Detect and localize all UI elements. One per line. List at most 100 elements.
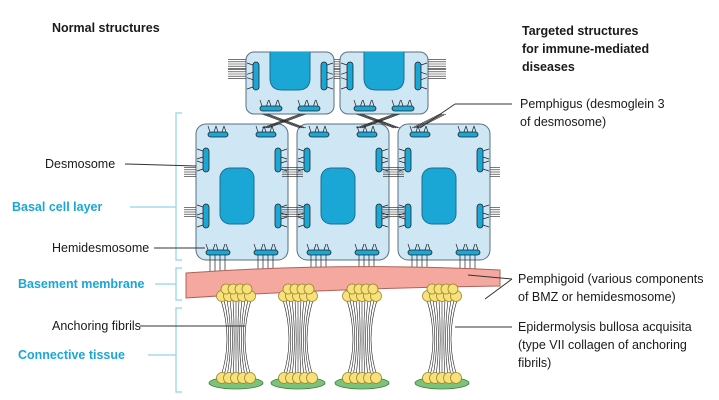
fibril-ball-bottom <box>244 372 256 384</box>
fibril-ball-top <box>447 283 459 295</box>
fibril-strand <box>241 299 246 377</box>
header-normal-structures: Normal structures <box>52 21 160 35</box>
desmosome-junction <box>334 59 340 69</box>
desmosome-junction <box>282 207 303 217</box>
desmosome-junction <box>282 167 303 177</box>
fibril-ball-top <box>303 283 315 295</box>
pemphigus-label-line-2: of desmosome) <box>520 115 606 129</box>
fibril-strand <box>346 299 354 377</box>
eba-label-line-3: fibrils) <box>518 356 551 370</box>
fibril-strand <box>220 299 228 377</box>
fibril-strand <box>448 299 455 377</box>
fibril-strand <box>301 299 305 377</box>
eba-label-line-2: (type VII collagen of anchoring <box>518 338 687 352</box>
fibril-strand <box>304 299 311 377</box>
desmosome-plaque <box>375 203 389 229</box>
fibril-strand <box>368 299 375 377</box>
fibril-strand <box>358 299 361 377</box>
fibril-strand <box>294 299 297 377</box>
pemphigoid-label-line-1: Pemphigoid (various components <box>518 272 704 286</box>
fibril-strand <box>239 299 243 377</box>
fibril-strand <box>367 299 372 377</box>
desmosome-junction <box>428 59 446 69</box>
pemphigus-label-line-1: Pemphigus (desmoglein 3 <box>520 97 665 111</box>
fibril-strand <box>352 299 357 377</box>
connective-tissue-label: Connective tissue <box>18 348 125 362</box>
basement-membrane-group <box>185 266 501 299</box>
cross-filaments <box>355 113 401 129</box>
fibril-strand <box>435 299 439 377</box>
desmosome-plaque <box>398 147 412 173</box>
fibril-strand <box>306 299 314 377</box>
desmosome-plaque <box>476 147 490 173</box>
fibril-strand <box>226 299 231 377</box>
nucleus <box>219 167 255 225</box>
desmosome-plaque <box>246 61 260 91</box>
desmosome-plaque <box>476 203 490 229</box>
fibril-strand <box>432 299 437 377</box>
pemphigoid-leader-1 <box>467 274 513 280</box>
anchoring-fibril <box>208 283 264 390</box>
eba-label-line-1: Epidermolysis bullosa acquisita <box>518 320 692 334</box>
desmosome-leader <box>124 163 197 167</box>
nucleus <box>421 167 457 225</box>
hemidesmosome-plaque <box>391 99 415 112</box>
pemphigoid-label-line-2: of BMZ or hemidesmosome) <box>518 290 676 304</box>
fibril-strand <box>299 299 302 377</box>
fibril-strand <box>282 299 290 377</box>
basement-membrane-label: Basement membrane <box>18 277 144 291</box>
hemidesmosome-plaque <box>297 99 321 112</box>
hemidesmosome-plaque <box>306 243 332 256</box>
fibril-ball-top <box>241 283 253 295</box>
header-targeted-line-2: for immune-mediated <box>522 42 649 56</box>
anchoring-fibril <box>270 283 326 390</box>
fibril-strand <box>237 299 240 377</box>
fibril-strand <box>365 299 369 377</box>
hemidesmosome-plaque <box>356 125 378 138</box>
fibril-ball-top <box>367 283 379 295</box>
hemidesmosome-plaque <box>354 243 380 256</box>
fibril-strand <box>232 299 235 377</box>
desmosome-plaque <box>375 147 389 173</box>
pemphigus-leader-d <box>419 103 456 129</box>
hemidesmosome-plaque <box>253 243 279 256</box>
connective-tissue-bracket <box>175 307 182 393</box>
desmosome-junction <box>383 167 404 177</box>
nucleus <box>363 52 405 91</box>
pemphigoid-leader-2 <box>484 278 513 300</box>
fibril-strand <box>447 299 452 377</box>
desmosome-junction <box>428 69 446 79</box>
basement-membrane <box>185 266 501 299</box>
hemidesmosome-plaque <box>255 125 277 138</box>
hemidesmosome-plaque <box>457 125 479 138</box>
desmosome-plaque <box>340 61 354 91</box>
desmosome-plaque <box>398 203 412 229</box>
fibril-strand <box>303 299 308 377</box>
fibril-strand <box>285 299 292 377</box>
fibril-strand <box>426 299 434 377</box>
nucleus <box>269 52 311 91</box>
fibril-strand <box>450 299 458 377</box>
desmosome-junction <box>228 59 246 69</box>
desmosome-junction <box>334 69 340 79</box>
fibril-strand <box>291 299 295 377</box>
fibril-strand <box>242 299 249 377</box>
desmosome-plaque <box>297 147 311 173</box>
fibril-ball-bottom <box>370 372 382 384</box>
desmosome-plaque <box>274 203 288 229</box>
desmosome-junction <box>228 69 246 79</box>
fibril-strand <box>349 299 356 377</box>
fibril-strand <box>438 299 441 377</box>
hemidesmosome-plaque <box>407 243 433 256</box>
fibril-strand <box>363 299 366 377</box>
desmosome-plaque <box>196 147 210 173</box>
hemidesmosome-plaque <box>205 243 231 256</box>
hemidesmosome-plaque <box>259 99 283 112</box>
desmosome-plaque <box>196 203 210 229</box>
desmosome-label: Desmosome <box>45 157 115 171</box>
fibril-strand <box>445 299 449 377</box>
hemidesmosome-plaque <box>409 125 431 138</box>
anchoring-fibril <box>414 283 470 390</box>
fibril-strand <box>223 299 230 377</box>
